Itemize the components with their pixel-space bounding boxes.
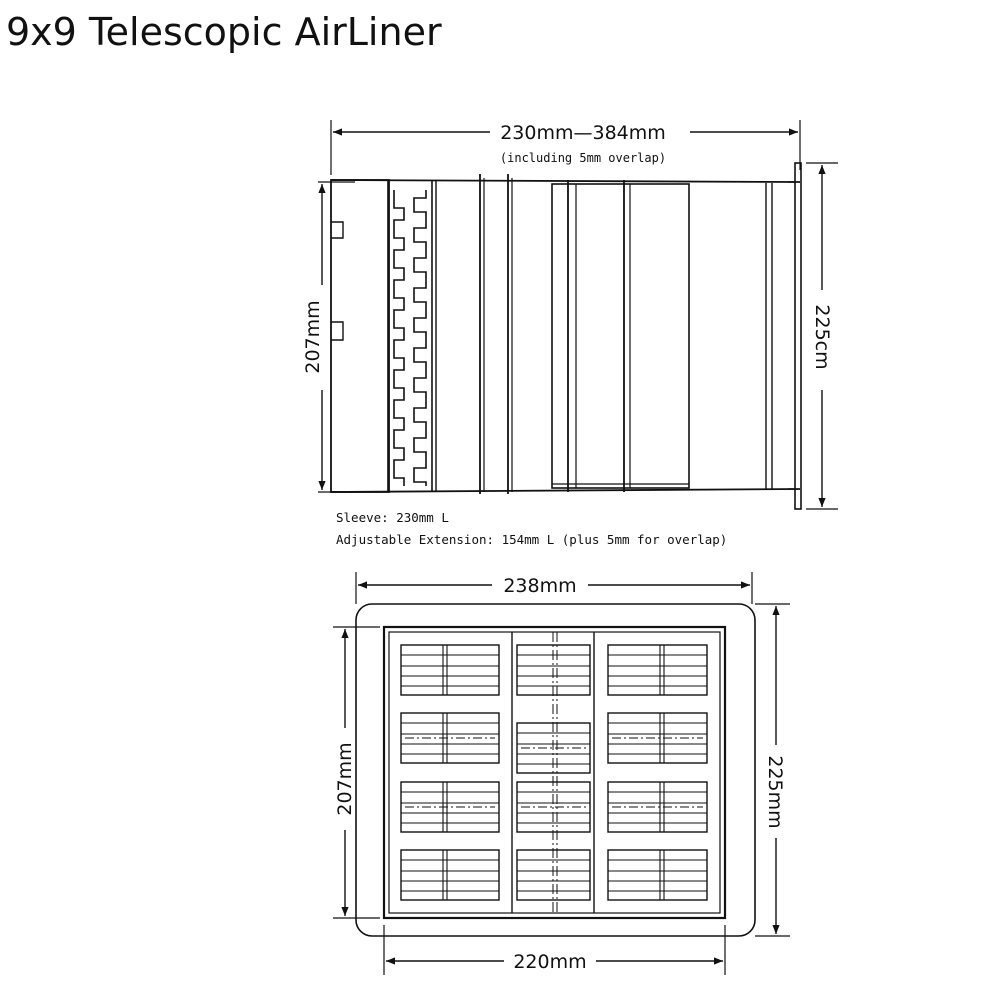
- side-top-edge: [330, 179, 801, 183]
- page-title: 9x9 Telescopic AirLiner: [6, 10, 442, 54]
- front-right-height-label: 225mm: [764, 755, 786, 828]
- corrugation-left: [393, 190, 405, 486]
- front-left-height-label: 207mm: [334, 742, 356, 815]
- side-bottom-edge: [330, 488, 801, 493]
- front-bottom-width-label: 220mm: [513, 951, 586, 973]
- louvres-center: [516, 644, 591, 901]
- front-inner-frame: [382, 625, 727, 920]
- louvres-left: [400, 644, 500, 901]
- extension-section: [551, 183, 690, 489]
- sleeve-clips: [331, 221, 344, 341]
- side-length-note: (including 5mm overlap): [500, 151, 666, 165]
- louvres-right: [607, 644, 708, 901]
- sleeve-note: Sleeve: 230mm L: [336, 510, 449, 525]
- front-view: [333, 572, 790, 975]
- front-top-width-label: 238mm: [503, 575, 576, 597]
- side-flange: [794, 162, 802, 510]
- corrugation-right: [413, 190, 427, 486]
- side-left-height-label: 207mm: [302, 300, 324, 373]
- extension-note: Adjustable Extension: 154mm L (plus 5mm …: [336, 532, 727, 547]
- sleeve-end: [330, 179, 390, 493]
- side-view: [318, 120, 838, 510]
- front-flange: [355, 603, 756, 937]
- side-right-height-label: 225cm: [811, 304, 833, 369]
- side-length-label: 230mm—384mm: [500, 122, 666, 144]
